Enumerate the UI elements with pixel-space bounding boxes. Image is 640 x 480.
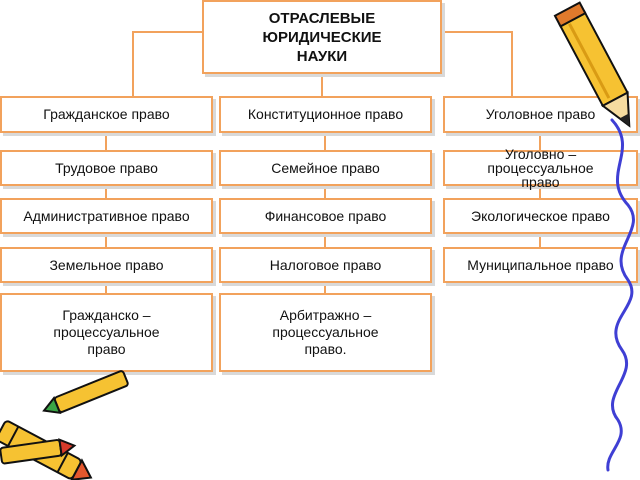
box-tax-law: Налоговое право [219,247,432,283]
box-label: Уголовное право [485,106,596,122]
box-label: Административное право [23,207,190,224]
box-label: Уголовно – процессуальное право [487,146,594,190]
box-label: Трудовое право [55,159,158,176]
box-label: Конституционное право [247,106,404,122]
title-text: ОТРАСЛЕВЫЕ ЮРИДИЧЕСКИЕ НАУКИ [262,9,382,65]
box-financial-law: Финансовое право [219,198,432,234]
box-label: Семейное право [271,159,380,176]
box-label: Арбитражно – процессуальное право. [272,307,379,357]
box-criminal-procedure-law: Уголовно – процессуальное право [443,146,638,190]
box-label: Гражданское право [43,106,170,122]
box-environmental-law: Экологическое право [443,198,638,234]
box-label: Земельное право [49,256,164,273]
box-criminal-law: Уголовное право [443,96,638,133]
box-arbitration-procedure-law: Арбитражно – процессуальное право. [219,293,432,372]
box-constitutional-law: Конституционное право [219,96,432,133]
box-land-law: Земельное право [0,247,213,283]
box-family-law: Семейное право [219,150,432,186]
box-civil-law: Гражданское право [0,96,213,133]
box-label: Гражданско – процессуальное право [53,307,160,357]
title-box: ОТРАСЛЕВЫЕ ЮРИДИЧЕСКИЕ НАУКИ [202,0,442,74]
box-label: Финансовое право [264,207,387,224]
box-municipal-law: Муниципальное право [443,247,638,283]
box-label: Муниципальное право [467,256,614,273]
box-label: Экологическое право [471,207,610,224]
box-administrative-law: Административное право [0,198,213,234]
box-label: Налоговое право [269,256,382,273]
box-labor-law: Трудовое право [0,150,213,186]
box-civil-procedure-law: Гражданско – процессуальное право [0,293,213,372]
